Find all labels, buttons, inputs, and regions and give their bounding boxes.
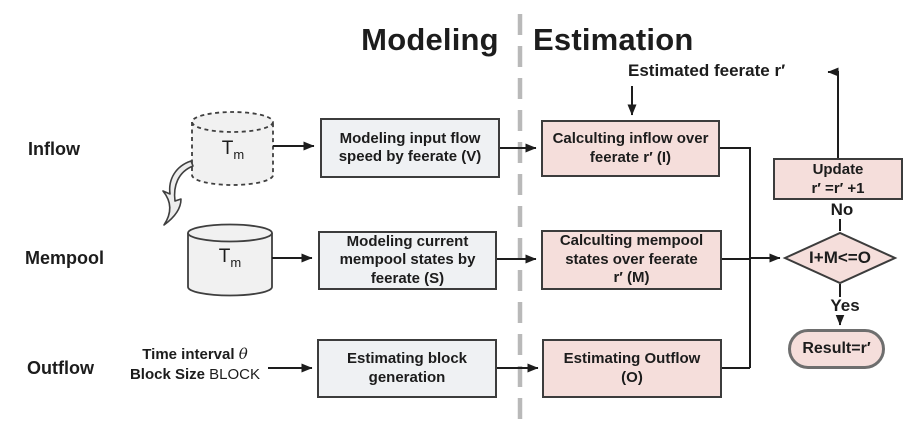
decision-diamond [782,231,898,285]
inflow-cylinder-label: Tm [203,138,263,162]
estimation-inflow-box: Calculting inflow over feerate r′ (I) [541,120,720,177]
row-label-mempool: Mempool [25,248,104,268]
no-branch-label: No [820,201,864,219]
inflow-cylinder-subscript: m [233,146,245,162]
block-size-label: Block Size [129,366,205,383]
mempool-cylinder-label: Tm [200,246,260,270]
outflow-parameters: Time interval θ Block Size BLOCK [120,344,270,385]
mempool-cylinder-icon [187,223,273,297]
modeling-mempool-box: Modeling current mempool states by feera… [318,231,497,290]
modeling-inflow-box: Modeling input flow speed by feerate (V) [320,118,500,178]
theta-symbol: θ [238,345,248,363]
block-size-value: BLOCK [209,366,261,383]
inflow-cylinder-symbol: T [221,138,234,159]
update-box: Update r′ =r′ +1 [773,158,903,200]
row-label-inflow: Inflow [28,139,80,159]
estimation-header: Estimation [533,22,694,57]
flow-arrows [268,67,845,373]
estimation-mempool-box: Calculting mempool states over feerate r… [541,230,722,290]
block-size-line: Block Size BLOCK [120,365,270,385]
estimated-feerate-label: Estimated feerate r′ [628,61,786,80]
estimation-outflow-box: Estimating Outflow (O) [542,339,722,398]
time-interval-label: Time interval [142,346,235,363]
mempool-cylinder-subscript: m [230,254,242,270]
modeling-header: Modeling [361,22,499,57]
yes-branch-label: Yes [821,297,869,315]
decision-condition-label: I+M<=O [809,248,871,267]
modeling-outflow-box: Estimating block generation [317,339,497,398]
pour-arrow-icon [162,160,194,226]
mempool-cylinder-symbol: T [218,246,231,267]
inflow-cylinder-icon [191,111,274,186]
row-label-outflow: Outflow [27,358,94,378]
result-pill: Result=r′ [788,329,885,369]
time-interval-line: Time interval θ [120,344,270,365]
